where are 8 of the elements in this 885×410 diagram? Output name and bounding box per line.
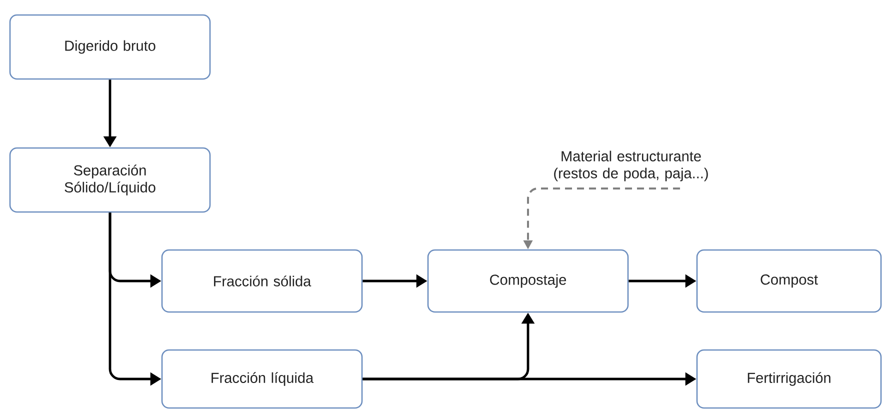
process-box: Compost — [696, 249, 882, 313]
process-box: Fertirrigación — [696, 349, 882, 409]
process-box: Fracción líquida — [161, 349, 363, 409]
process-box: Digerido bruto — [9, 14, 211, 80]
input-label: Material estructurante (restos de poda, paja...) — [554, 150, 708, 182]
process-box: Compostaje — [427, 249, 629, 313]
process-box: Separación Sólido/Líquido — [9, 147, 211, 213]
process-box: Fracción sólida — [161, 249, 363, 313]
